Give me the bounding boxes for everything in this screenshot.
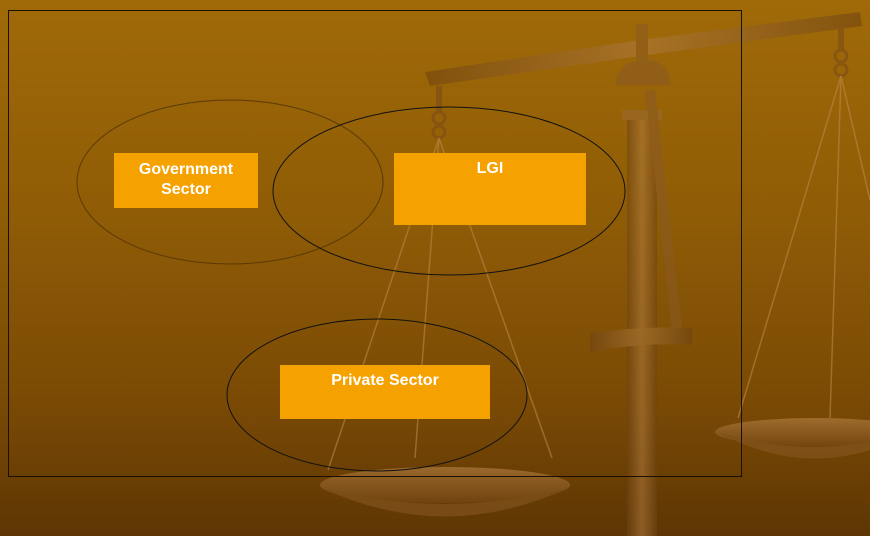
diagram-frame [8, 10, 742, 477]
lgi-box: LGI [394, 153, 586, 225]
private-sector-label: Private Sector [331, 372, 439, 389]
lgi-ellipse [272, 106, 626, 276]
private-sector-box: Private Sector [280, 365, 490, 419]
government-sector-label-line1: Government [138, 161, 234, 178]
government-sector-label-line2: Sector [161, 181, 211, 198]
government-sector-box: Government Sector [114, 153, 258, 208]
private-sector-ellipse [226, 318, 528, 472]
lgi-label: LGI [476, 160, 504, 177]
government-sector-ellipse [76, 99, 384, 265]
